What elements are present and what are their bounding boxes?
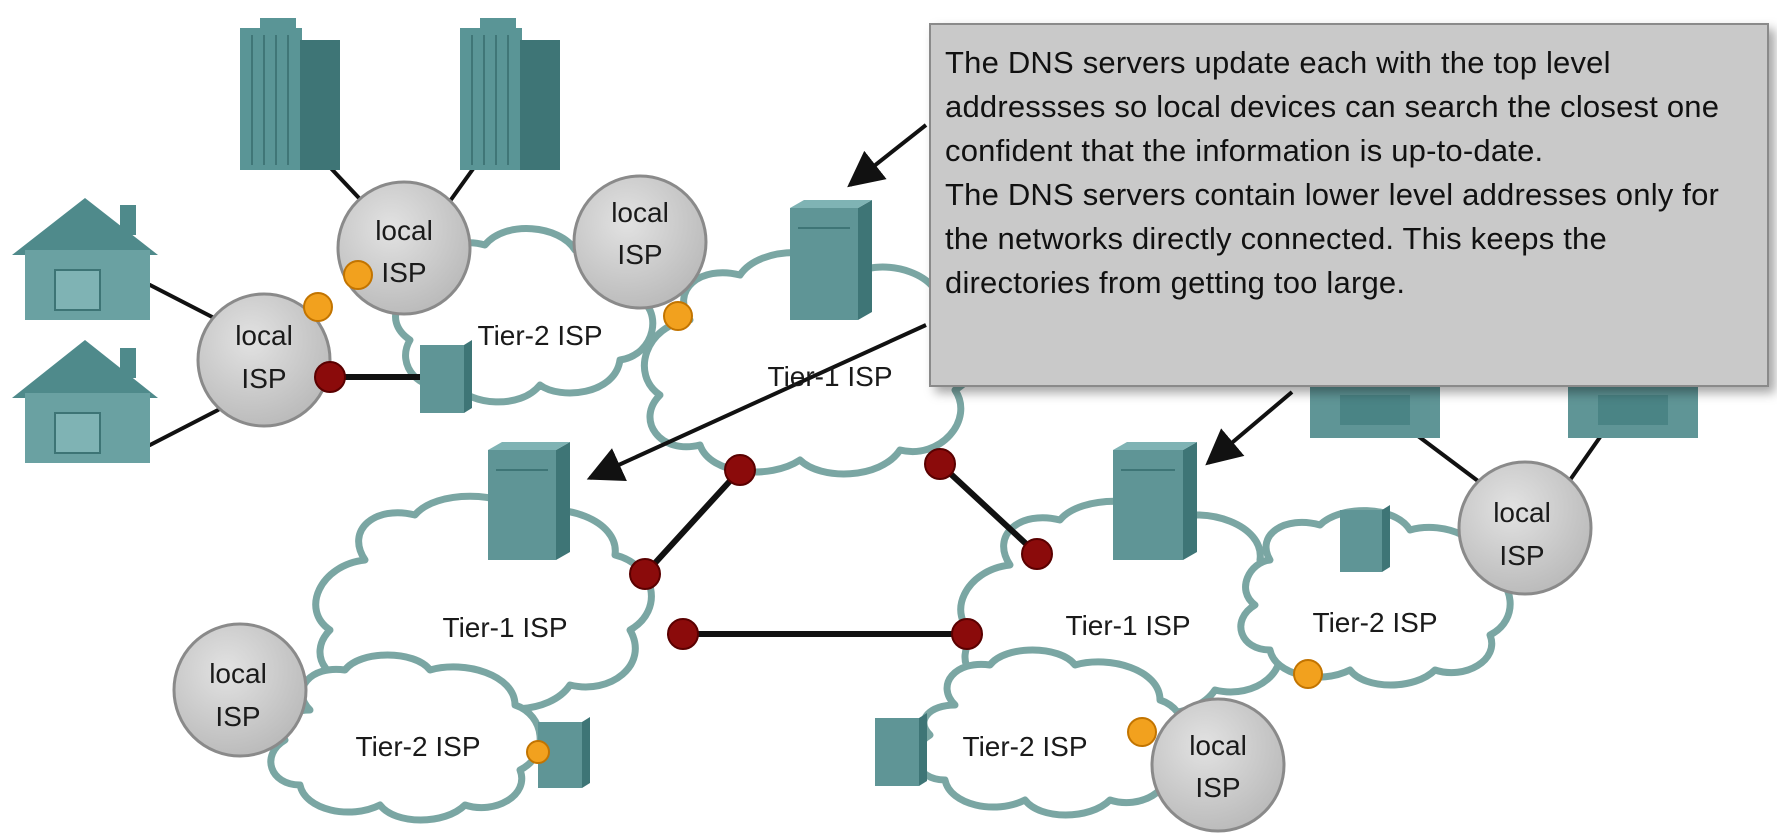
- label-tier2-bottom-left: Tier-2 ISP: [356, 731, 481, 762]
- dns-server-tier2-right: [1340, 505, 1390, 572]
- dns-server-tier1-left: [488, 442, 570, 560]
- house-1: [12, 198, 158, 320]
- local-isp-left-line1: local: [235, 320, 293, 351]
- office-building-1: [240, 18, 340, 170]
- local-isp-disc-top-right: [572, 174, 708, 310]
- router-node-5: [667, 618, 699, 650]
- network-device-right-2: [1568, 380, 1698, 438]
- cloud-tier2-bottom-left: [267, 651, 544, 824]
- arrow-to-right-server: [1205, 390, 1294, 466]
- link-house2: [148, 408, 220, 447]
- local-isp-far-right-line2: ISP: [1499, 540, 1544, 571]
- access-node-6: [526, 740, 550, 764]
- local-isp-top-right-line2: ISP: [617, 239, 662, 270]
- dns-server-tier1-right: [1113, 442, 1197, 560]
- access-node-3: [663, 301, 693, 331]
- router-node-3: [629, 558, 661, 590]
- access-node-2: [303, 292, 333, 322]
- arrow-to-left-server: [586, 323, 927, 481]
- local-isp-disc-top: [336, 180, 472, 316]
- router-node-2: [924, 448, 956, 480]
- local-isp-left-line2: ISP: [241, 363, 286, 394]
- office-building-2: [460, 18, 560, 170]
- label-tier1-left: Tier-1 ISP: [443, 612, 568, 643]
- local-isp-disc-bottom-mid: [1150, 697, 1286, 833]
- local-isp-disc-far-right: [1457, 460, 1593, 596]
- local-isp-bottom-mid-line1: local: [1189, 730, 1247, 761]
- callout-paragraph-1: The DNS servers update each with the top…: [945, 45, 1720, 168]
- callout-paragraph-2: The DNS servers contain lower level addr…: [945, 177, 1720, 300]
- dns-explanation-callout: The DNS servers update each with the top…: [929, 23, 1769, 387]
- link-t1top-t1left: [642, 467, 743, 577]
- link-right-device2: [1568, 428, 1607, 482]
- arrow-to-top-server: [847, 123, 928, 188]
- house-2: [12, 340, 158, 463]
- local-isp-top-line2: ISP: [381, 257, 426, 288]
- local-isp-bottom-left-line1: local: [209, 658, 267, 689]
- local-isp-disc-left: [196, 292, 332, 428]
- dns-server-tier2-bottom-mid: [875, 713, 927, 786]
- local-isp-disc-bottom-left: [172, 622, 308, 758]
- dns-server-tier1-top: [790, 200, 872, 320]
- link-t1top-t1right: [937, 461, 1040, 557]
- network-device-right-1: [1310, 380, 1440, 438]
- local-isp-top-line1: local: [375, 215, 433, 246]
- label-tier1-top: Tier-1 ISP: [768, 361, 893, 392]
- router-node-1: [724, 454, 756, 486]
- local-isp-far-right-line1: local: [1493, 497, 1551, 528]
- label-tier2-bottom-mid: Tier-2 ISP: [963, 731, 1088, 762]
- label-tier2-right: Tier-2 ISP: [1313, 607, 1438, 638]
- local-isp-top-right-line1: local: [611, 197, 669, 228]
- router-node-7: [314, 361, 346, 393]
- router-node-6: [951, 618, 983, 650]
- access-node-5: [1127, 717, 1157, 747]
- link-right-device1: [1408, 428, 1492, 492]
- label-tier1-right: Tier-1 ISP: [1066, 610, 1191, 641]
- label-tier2-top: Tier-2 ISP: [478, 320, 603, 351]
- local-isp-bottom-mid-line2: ISP: [1195, 772, 1240, 803]
- dns-server-tier2-top: [420, 340, 472, 413]
- access-node-1: [343, 260, 373, 290]
- access-node-4: [1293, 659, 1323, 689]
- router-node-4: [1021, 538, 1053, 570]
- local-isp-bottom-left-line2: ISP: [215, 701, 260, 732]
- link-house1: [148, 283, 220, 322]
